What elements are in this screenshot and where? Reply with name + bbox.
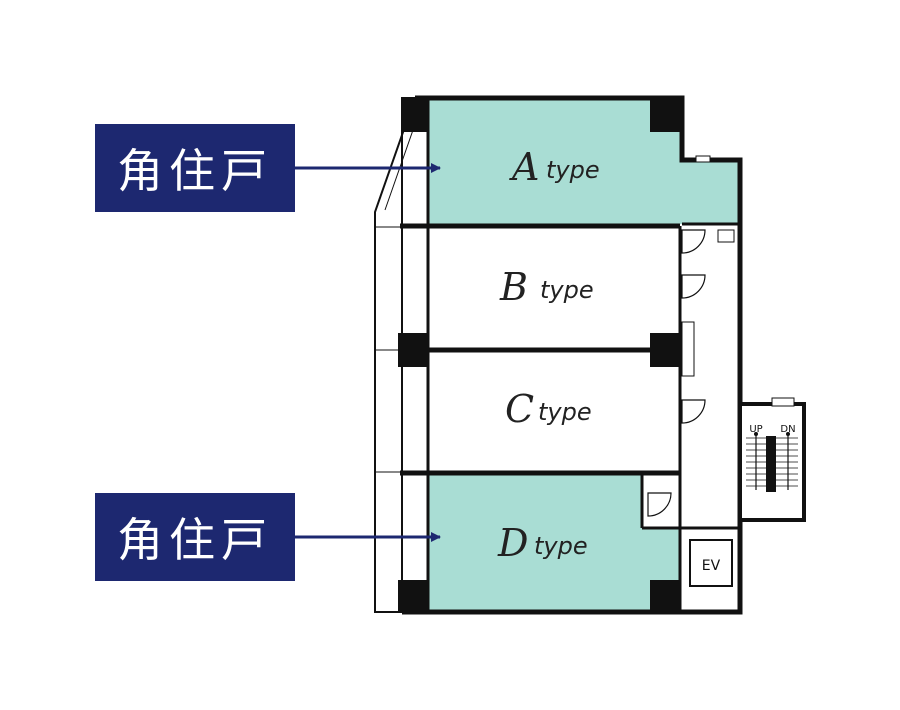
vent [695, 155, 711, 163]
stair-up-dot [754, 432, 758, 436]
column [402, 98, 428, 132]
unit-c-type: type [538, 398, 592, 426]
elevator-shaft [689, 539, 733, 587]
stair-down-label: DN [780, 424, 795, 435]
unit-b-type: type [540, 276, 594, 304]
unit-d-area [428, 475, 680, 610]
elevator-label: EV [702, 558, 721, 574]
stair-up-label: UP [749, 424, 762, 435]
column [650, 580, 680, 612]
unit-c-letter: C [505, 387, 534, 431]
door-swing [681, 229, 706, 254]
meter-box [717, 229, 735, 243]
column [398, 333, 428, 367]
column [398, 580, 428, 612]
column [650, 333, 680, 367]
column [650, 98, 682, 132]
unit-a-letter: A [509, 145, 539, 189]
callout-text-top: 角住戸 [117, 144, 273, 198]
unit-d-letter: D [497, 521, 528, 565]
stair-down-dot [786, 432, 790, 436]
corner-unit-callout-bottom: 角住戸 [95, 493, 295, 581]
unit-b-letter: B [499, 265, 528, 309]
outer-wall [402, 95, 743, 615]
unit-a-type: type [546, 156, 600, 184]
unit-d-type: type [534, 532, 588, 560]
door-swing [647, 492, 672, 517]
corner-unit-callout-top: 角住戸 [95, 124, 295, 212]
stair-core [766, 436, 776, 492]
door-swing [681, 274, 706, 299]
callout-text-bottom: 角住戸 [117, 513, 273, 567]
door-swing [681, 399, 706, 424]
stair-window [771, 397, 795, 407]
pipe-shaft [681, 321, 695, 377]
